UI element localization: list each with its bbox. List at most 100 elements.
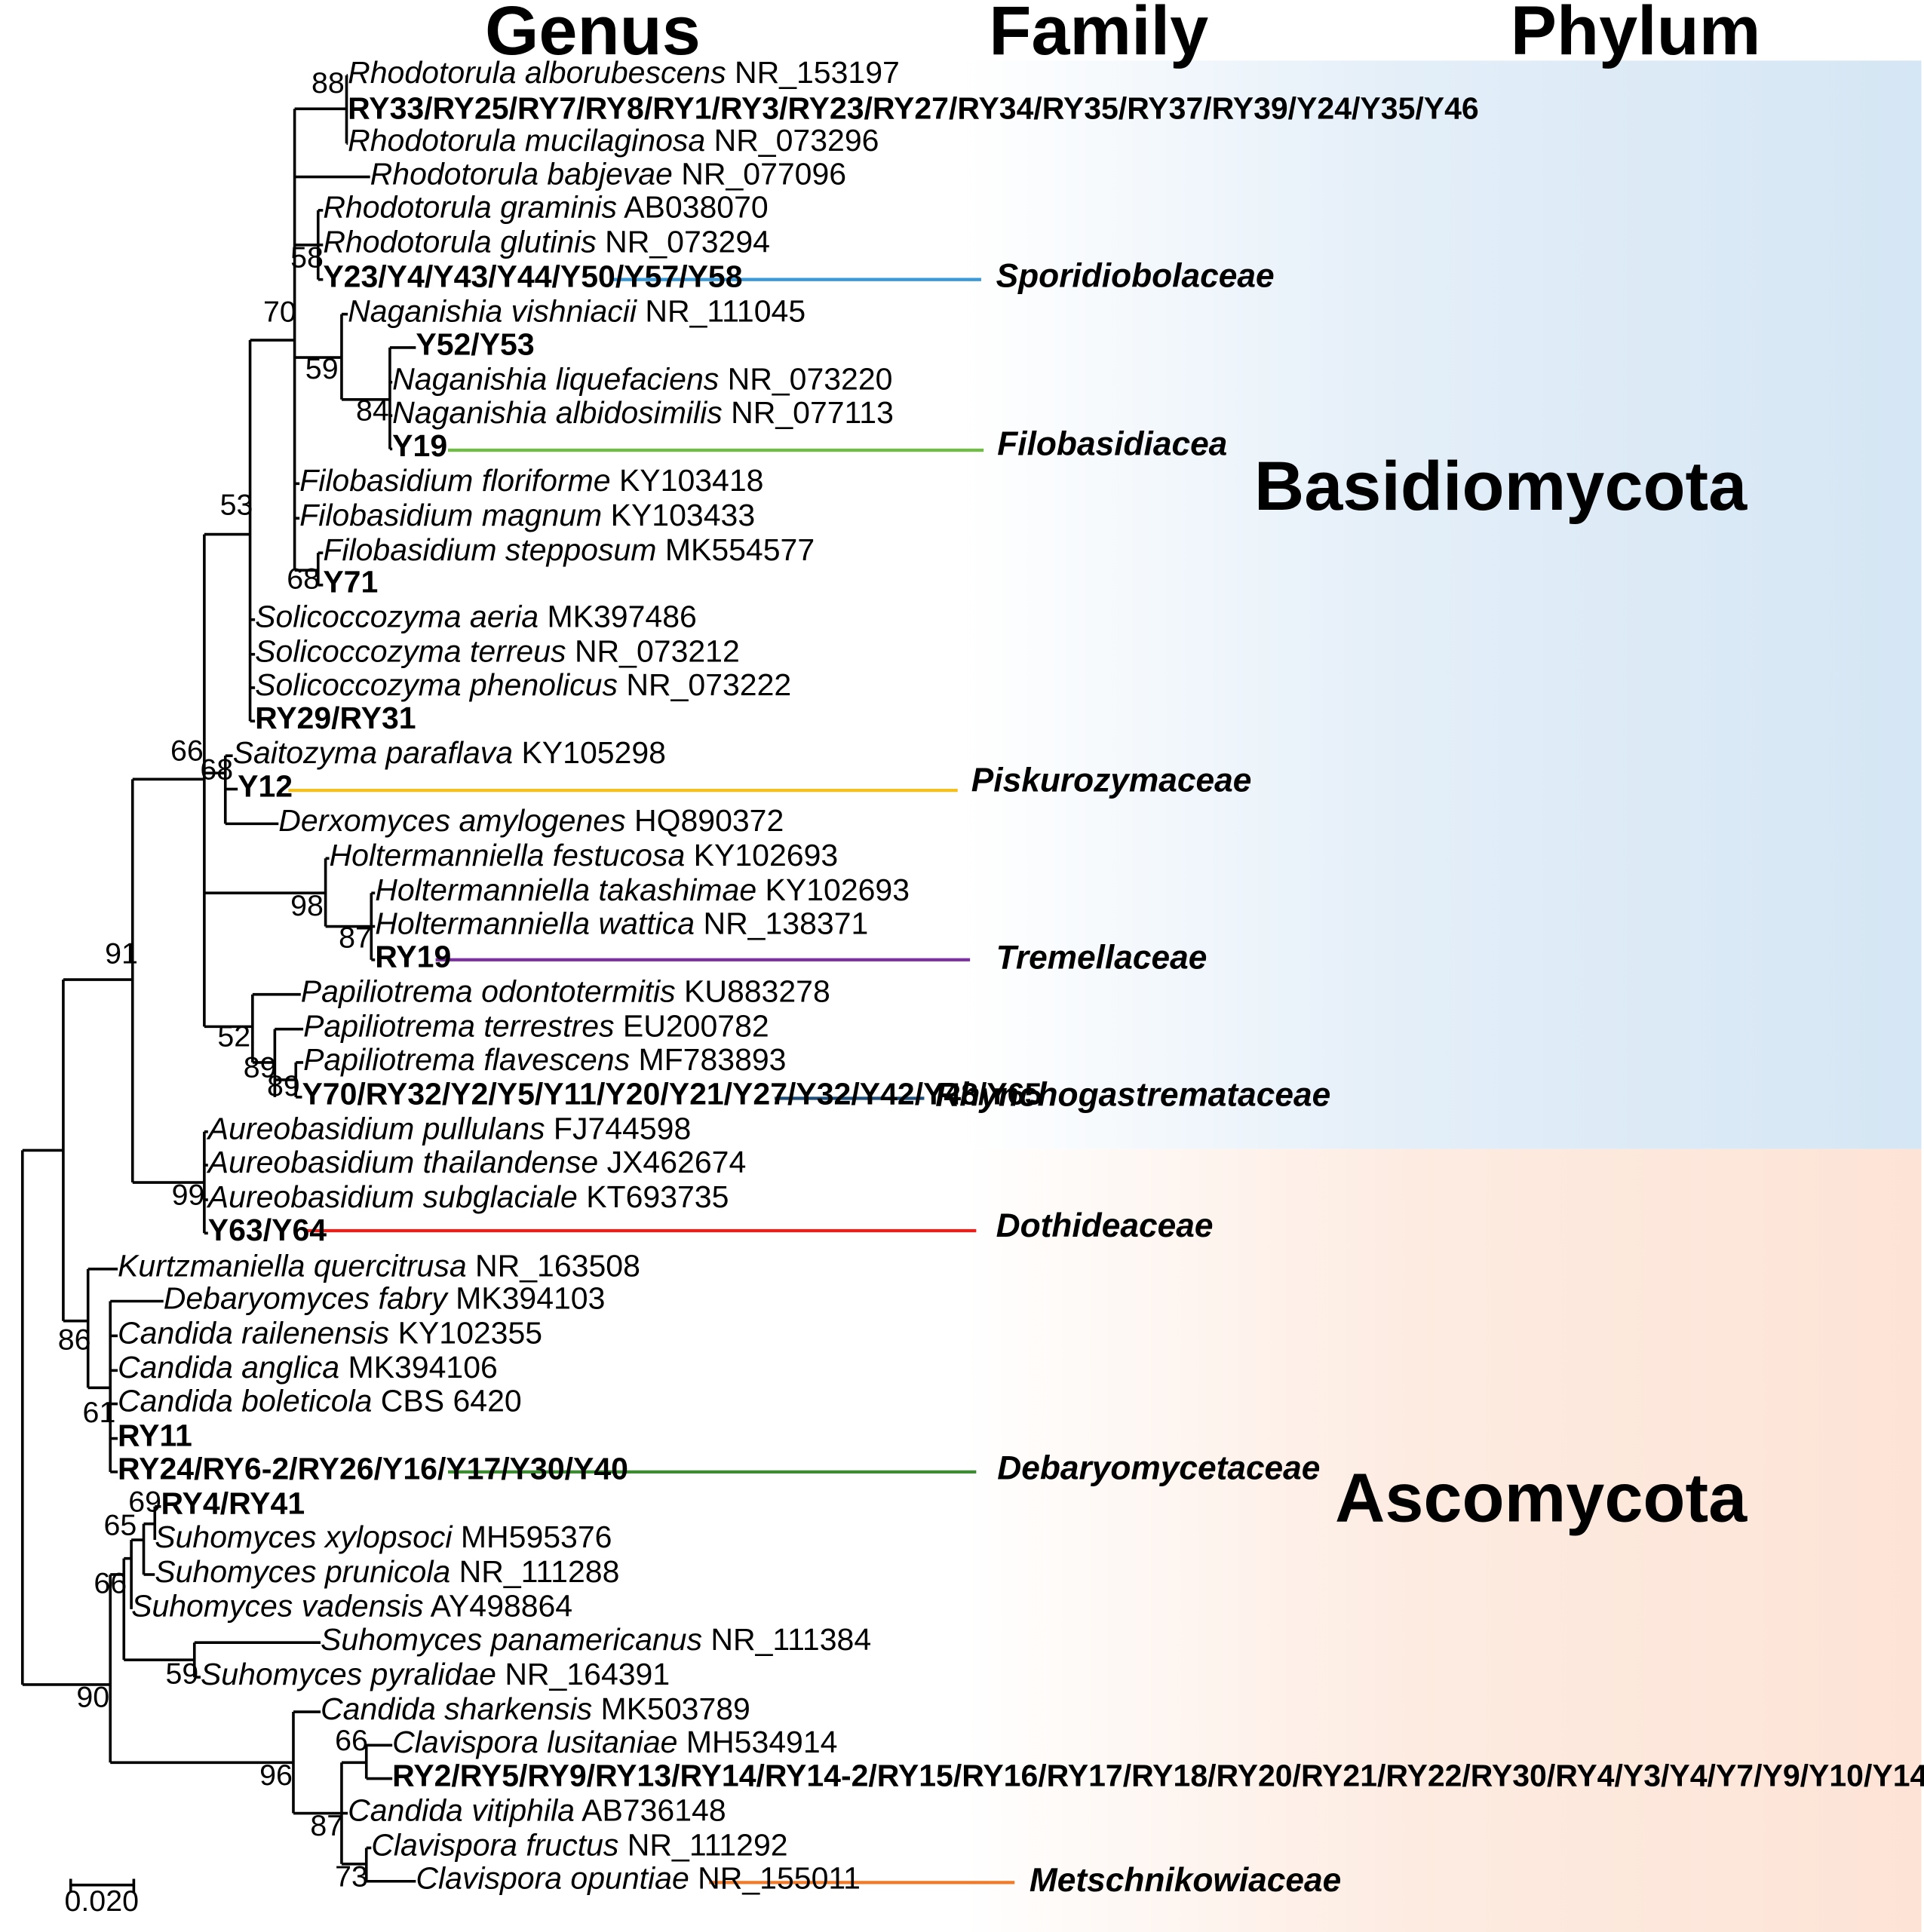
- species-name: Aureobasidium thailandense: [206, 1145, 598, 1179]
- accession: NR_155011: [689, 1861, 861, 1896]
- bootstrap-value: 87: [339, 921, 372, 954]
- accession: MK554577: [656, 532, 815, 567]
- species-name: Rhodotorula glutinis: [323, 225, 596, 259]
- bootstrap-value: 53: [220, 488, 253, 521]
- isolate-label: Y23/Y4/Y43/Y44/Y50/Y57/Y58: [323, 259, 742, 294]
- species-name: Suhomyces vadensis: [131, 1589, 423, 1624]
- isolate-label: RY11: [118, 1418, 192, 1452]
- isolate-codes: Y12: [238, 768, 293, 803]
- isolate-codes: Y70/RY32/Y2/Y5/Y11/Y20/Y21/Y27/Y32/Y42/Y…: [302, 1077, 1042, 1112]
- accession: KY105298: [513, 735, 666, 770]
- accession: NR_077096: [673, 156, 846, 191]
- taxon-label: Suhomyces pyralidae NR_164391: [201, 1657, 670, 1691]
- bootstrap-value: 89: [267, 1069, 300, 1102]
- accession: KY103418: [611, 463, 764, 498]
- taxon-label: Filobasidium floriforme KY103418: [299, 463, 763, 498]
- taxon-label: Candida sharkensis MK503789: [321, 1691, 750, 1726]
- header-family: Family: [989, 0, 1208, 69]
- isolate-label: Y52/Y53: [416, 327, 534, 362]
- species-name: Rhodotorula alborubescens: [348, 55, 726, 90]
- accession: MK397486: [539, 600, 697, 634]
- bootstrap-value: 68: [200, 753, 233, 786]
- isolate-label: RY2/RY5/RY9/RY13/RY14/RY14-2/RY15/RY16/R…: [392, 1758, 1924, 1792]
- taxon-label: Clavispora fructus NR_111292: [371, 1827, 787, 1862]
- accession: NR_111292: [618, 1827, 787, 1862]
- bootstrap-value: 52: [217, 1020, 250, 1053]
- taxon-label: Rhodotorula alborubescens NR_153197: [348, 55, 900, 90]
- family-tremellaceae: Tremellaceae: [996, 939, 1207, 976]
- taxon-label: Clavispora opuntiae NR_155011: [416, 1861, 861, 1896]
- taxon-label: Candida railenensis KY102355: [118, 1315, 542, 1350]
- bootstrap-value: 69: [128, 1485, 161, 1518]
- accession: NR_111045: [637, 293, 806, 328]
- species-name: Rhodotorula babjevae: [370, 156, 673, 191]
- taxon-label: Naganishia albidosimilis NR_077113: [392, 395, 894, 430]
- bootstrap-value: 58: [290, 241, 324, 274]
- bootstrap-value: 66: [335, 1724, 368, 1757]
- isolate-codes: RY2/RY5/RY9/RY13/RY14/RY14-2/RY15/RY16/R…: [392, 1758, 1924, 1792]
- isolate-label: Y19: [392, 428, 447, 463]
- isolate-codes: RY19: [375, 940, 451, 974]
- bootstrap-value: 90: [76, 1680, 109, 1713]
- phylum-ascomycota: Ascomycota: [1335, 1459, 1748, 1536]
- species-name: Solicoccozyma phenolicus: [255, 667, 618, 702]
- species-name: Clavispora lusitaniae: [392, 1725, 677, 1759]
- taxon-label: Holtermanniella festucosa KY102693: [330, 838, 839, 872]
- species-name: Aureobasidium pullulans: [206, 1112, 545, 1146]
- isolate-label: RY33/RY25/RY7/RY8/RY1/RY3/RY23/RY27/RY34…: [348, 90, 1479, 125]
- accession: NR_073220: [719, 362, 892, 397]
- accession: AY498864: [424, 1589, 573, 1624]
- taxon-label: Aureobasidium thailandense JX462674: [206, 1145, 746, 1179]
- taxon-label: Clavispora lusitaniae MH534914: [392, 1725, 837, 1759]
- taxon-label: Suhomyces vadensis AY498864: [131, 1589, 572, 1624]
- species-name: Candida anglica: [118, 1350, 339, 1385]
- species-name: Rhodotorula mucilaginosa: [348, 123, 705, 158]
- species-name: Naganishia albidosimilis: [392, 395, 723, 430]
- species-name: Candida sharkensis: [321, 1691, 592, 1726]
- accession: KY103433: [602, 498, 755, 532]
- bootstrap-value: 70: [263, 295, 296, 328]
- isolate-label: Y63/Y64: [208, 1213, 327, 1247]
- isolate-codes: RY4/RY41: [161, 1486, 305, 1521]
- isolate-codes: Y71: [323, 565, 378, 600]
- species-name: Clavispora opuntiae: [416, 1861, 689, 1896]
- accession: AB736148: [575, 1792, 726, 1827]
- species-name: Filobasidium floriforme: [299, 463, 610, 498]
- bootstrap-value: 98: [290, 889, 324, 922]
- accession: KT693735: [578, 1179, 729, 1214]
- accession: FJ744598: [545, 1112, 692, 1146]
- species-name: Debaryomyces fabry: [164, 1280, 449, 1315]
- taxon-label: Candida anglica MK394106: [118, 1350, 498, 1385]
- basidiomycota-band: [646, 60, 1922, 1149]
- species-name: Holtermanniella festucosa: [330, 838, 686, 872]
- bootstrap-value: 87: [310, 1809, 343, 1842]
- accession: NR_111288: [450, 1554, 619, 1589]
- taxon-label: Solicoccozyma terreus NR_073212: [255, 634, 740, 669]
- accession: MK503789: [592, 1691, 750, 1726]
- bootstrap-value: 96: [259, 1759, 293, 1792]
- taxon-label: Rhodotorula babjevae NR_077096: [370, 156, 846, 191]
- species-name: Aureobasidium subglaciale: [206, 1179, 578, 1214]
- taxon-label: Rhodotorula mucilaginosa NR_073296: [348, 123, 879, 158]
- species-name: Papiliotrema terrestres: [303, 1008, 614, 1043]
- accession: NR_163508: [467, 1249, 640, 1283]
- species-name: Rhodotorula graminis: [323, 190, 617, 225]
- ascomycota-band: [646, 1148, 1922, 1932]
- taxon-label: Naganishia vishniacii NR_111045: [348, 293, 806, 328]
- accession: NR_138371: [695, 906, 868, 940]
- species-name: Suhomyces panamericanus: [321, 1622, 702, 1657]
- isolate-label: Y70/RY32/Y2/Y5/Y11/Y20/Y21/Y27/Y32/Y42/Y…: [302, 1077, 1042, 1112]
- taxon-label: Aureobasidium pullulans FJ744598: [206, 1112, 691, 1146]
- accession: NR_111384: [702, 1622, 871, 1657]
- accession: NR_077113: [723, 395, 894, 430]
- taxon-label: Rhodotorula glutinis NR_073294: [323, 225, 770, 259]
- isolate-codes: Y52/Y53: [416, 327, 534, 362]
- isolate-label: Y71: [323, 565, 378, 600]
- taxon-label: Papiliotrema terrestres EU200782: [303, 1008, 769, 1043]
- species-name: Naganishia liquefaciens: [392, 362, 719, 397]
- taxon-label: Naganishia liquefaciens NR_073220: [392, 362, 892, 397]
- accession: KY102355: [389, 1315, 542, 1350]
- taxon-label: Aureobasidium subglaciale KT693735: [206, 1179, 729, 1214]
- scale-bar-label: 0.020: [64, 1884, 139, 1918]
